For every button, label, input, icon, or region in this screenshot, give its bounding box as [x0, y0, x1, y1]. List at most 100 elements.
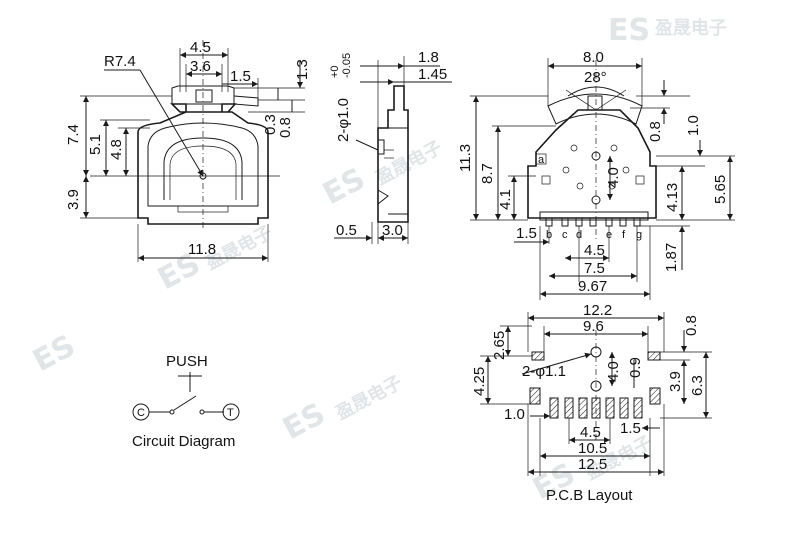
hole-leader — [521, 352, 592, 375]
contact-right — [199, 409, 205, 415]
dim-rear-edge: 1.5 — [516, 225, 537, 242]
dim-h-total: 7.4 — [65, 124, 82, 145]
dim-pcb-right: 6.3 — [689, 375, 706, 396]
dim-pcb-pitch: 4.5 — [580, 424, 601, 441]
side-pin-lower — [377, 189, 389, 205]
dim-pin-tol-plus: +0 — [329, 65, 341, 78]
pin — [589, 217, 597, 227]
dim-pcb-left: 2.65 — [491, 331, 508, 360]
front-actuator-slot — [195, 89, 213, 103]
pin — [633, 217, 641, 227]
dim-pcb-hole: 2-φ1.1 — [522, 363, 566, 380]
dim-rear-h-low: 4.1 — [497, 189, 514, 210]
dim-radius: R7.4 — [104, 53, 136, 70]
rear-actuator — [547, 93, 643, 125]
dim-rear-top: 8.0 — [583, 49, 604, 66]
front-inner-cavity — [147, 122, 259, 207]
pin-label-f: f — [622, 229, 626, 241]
angle-leg — [565, 89, 597, 111]
watermark-cjk: 盈晟电子 — [331, 371, 406, 425]
pcb-layout: 12.2 9.6 2.65 4.25 2-φ1.1 4.0 0.9 0.8 3.… — [471, 302, 712, 504]
pad-top-left — [531, 351, 545, 361]
dim-h-inner: 4.8 — [108, 139, 125, 160]
rear-pins — [545, 217, 641, 227]
dim-rear-span-outer: 9.67 — [578, 278, 607, 295]
front-view: R7.4 4.5 3.6 1.5 7.4 3.9 5.1 4.8 1.3 0.3 — [65, 39, 311, 262]
front-actuator-arm — [233, 95, 259, 107]
pin — [561, 217, 569, 227]
dim-rear-h-mid: 4.0 — [605, 167, 622, 188]
dim-rear-right3: 4.13 — [664, 183, 681, 212]
watermark-logo: ES — [27, 328, 81, 379]
front-inner-arc — [163, 137, 243, 200]
dim-pcb-center: 4.0 — [605, 361, 622, 382]
rear-view: a b c d e f g 8.0 28° 11. — [457, 49, 735, 300]
push-label: PUSH — [166, 353, 208, 370]
circuit-caption: Circuit Diagram — [132, 433, 235, 450]
pin — [545, 217, 553, 227]
pad — [564, 397, 574, 419]
rear-base-strip — [539, 211, 649, 221]
dim-pcb-right-mid: 3.9 — [667, 371, 684, 392]
dim-rear-step: 0.8 — [647, 121, 664, 142]
dim-top-right: 1.5 — [230, 68, 251, 85]
pad — [605, 397, 615, 419]
dim-side-mid: 1.45 — [418, 66, 447, 83]
pin — [619, 217, 627, 227]
rear-actuator-slot — [587, 95, 603, 111]
dim-pcb-w-right: 1.5 — [620, 420, 641, 437]
radius-leader — [139, 69, 204, 177]
front-body-outline — [137, 103, 269, 225]
dim-rear-h-total: 11.3 — [457, 144, 474, 172]
circuit-diagram: PUSH C T Circuit Diagram — [132, 353, 240, 450]
pin-leader — [355, 139, 379, 151]
watermark-cjk: 盈晟电子 — [654, 17, 727, 39]
dim-pcb-right-small: 0.9 — [627, 357, 644, 378]
contact-left — [169, 409, 175, 415]
dim-rear-right2: 5.65 — [712, 175, 729, 204]
rear-feature — [610, 144, 618, 152]
dim-pcb-left-low: 4.25 — [471, 367, 488, 396]
pad — [578, 397, 588, 419]
rear-label-box — [535, 153, 547, 165]
rear-feature — [635, 175, 645, 185]
dim-rear-pin: 1.87 — [663, 243, 680, 272]
dim-side-foot: 0.5 — [336, 222, 357, 239]
dim-rear-pitch: 4.5 — [584, 242, 605, 259]
pcb-caption: P.C.B Layout — [546, 487, 633, 504]
terminal-c-label: C — [137, 407, 145, 419]
dim-h-base: 3.9 — [65, 189, 82, 210]
pad — [619, 397, 629, 419]
dim-side-top: 1.8 — [418, 49, 439, 66]
side-view: 1.8 1.45 2-φ1.0 +0 -0.05 0.5 3.0 — [329, 49, 452, 244]
dim-h-mid: 5.1 — [87, 134, 104, 155]
terminal-t — [222, 403, 240, 421]
dim-pcb-span: 10.5 — [578, 440, 607, 457]
switch-blade — [173, 395, 197, 411]
pad-side-right — [649, 387, 661, 405]
watermark-logo: ES — [608, 13, 650, 48]
dim-pcb-w-left: 1.0 — [504, 406, 525, 423]
side-pin-upper — [377, 139, 385, 155]
dim-step1: 0.3 — [262, 114, 279, 135]
dim-rear-right: 1.0 — [685, 115, 702, 136]
dim-pcb-inner: 9.6 — [583, 318, 604, 335]
pin-label-a: a — [538, 154, 545, 166]
pin — [605, 217, 613, 227]
pin-label-c: c — [562, 229, 568, 241]
dim-pin-dia: 2-φ1.0 — [335, 98, 352, 142]
terminal-t-label: T — [227, 407, 234, 419]
dim-rear-h-body: 8.7 — [479, 163, 496, 184]
rear-feature — [622, 166, 630, 174]
rear-feature — [576, 182, 584, 190]
dim-rear-span: 7.5 — [584, 260, 605, 277]
angle-leg — [595, 89, 627, 111]
dim-pin-tol-minus: -0.05 — [341, 53, 353, 78]
pad-side-left — [529, 387, 541, 405]
rear-feature — [570, 144, 578, 152]
dim-step2: 0.8 — [277, 117, 294, 138]
dim-pcb-span-outer: 12.5 — [578, 456, 607, 473]
pin-label-g: g — [636, 229, 642, 241]
